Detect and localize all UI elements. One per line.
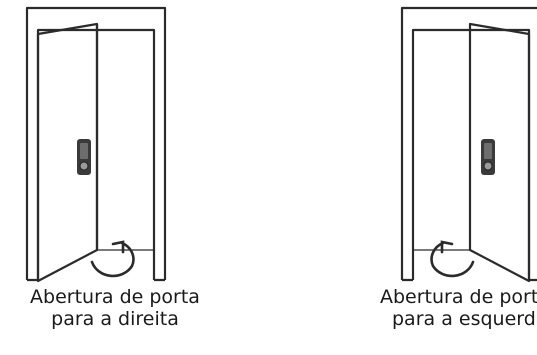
caption-left-opening: Abertura de porta para a esquerda bbox=[380, 286, 537, 330]
caption-line-1: Abertura de porta bbox=[380, 286, 537, 308]
door-frame-outer bbox=[400, 6, 537, 280]
smart-lock-icon bbox=[481, 139, 495, 175]
door-diagram-left-opening bbox=[400, 6, 537, 283]
smart-lock-icon bbox=[77, 139, 91, 175]
caption-right-opening: Abertura de porta para a direita bbox=[5, 286, 225, 330]
door-diagram-right-opening bbox=[25, 6, 167, 283]
caption-line-1: Abertura de porta bbox=[30, 286, 200, 308]
caption-line-2: para a esquerda bbox=[392, 308, 537, 330]
counter-clockwise-arrow-icon bbox=[90, 240, 135, 278]
clockwise-arrow-icon bbox=[430, 240, 475, 278]
door-leaf bbox=[468, 22, 531, 283]
door-frame-outer bbox=[25, 6, 167, 280]
caption-line-2: para a direita bbox=[51, 308, 179, 330]
